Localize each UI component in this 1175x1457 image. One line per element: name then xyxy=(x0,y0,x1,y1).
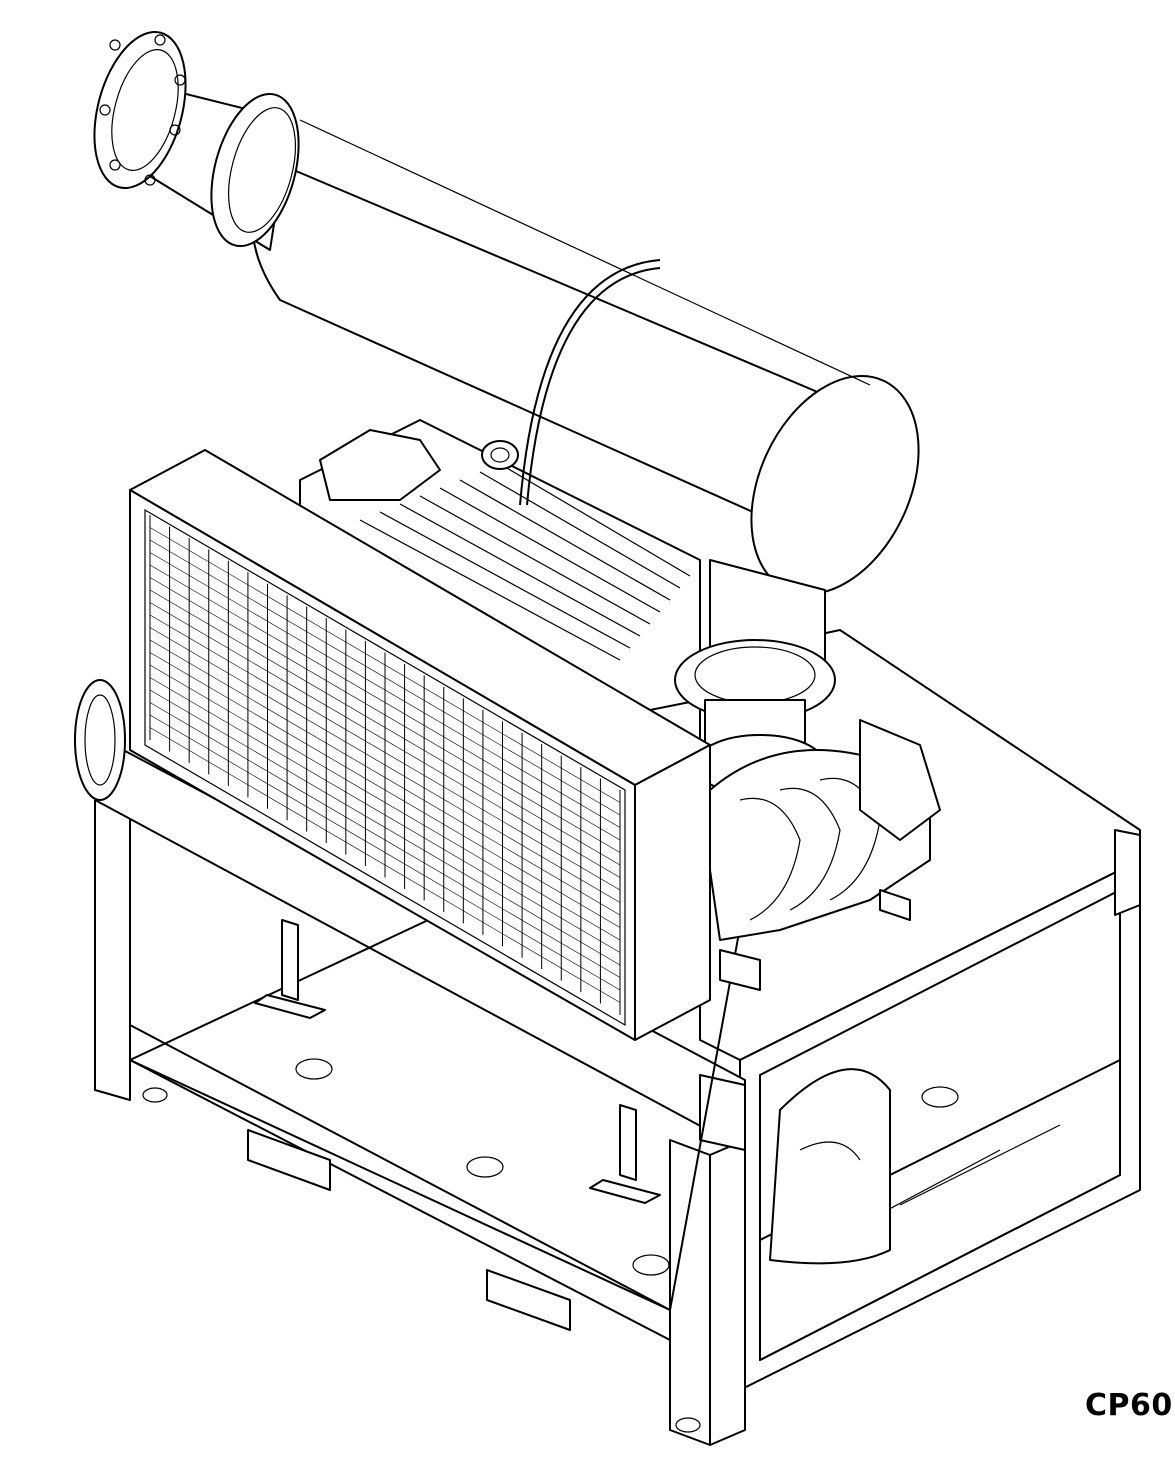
base-frame xyxy=(94,629,1141,1446)
grille-slot-row xyxy=(149,664,621,941)
grille-slot-row xyxy=(149,564,621,841)
inlet-silencer xyxy=(93,30,920,661)
grille-slot-row xyxy=(149,527,621,803)
grille-slot-row xyxy=(149,714,621,991)
blower-stage xyxy=(674,639,941,991)
grille-slot-row xyxy=(149,602,621,878)
grille-slot-row xyxy=(149,702,621,978)
guard-grille xyxy=(149,515,621,1015)
belt-guard xyxy=(129,449,711,1041)
grille-slot-row xyxy=(149,652,621,928)
grille-slot-row xyxy=(149,577,621,853)
lower-silencer xyxy=(769,1068,891,1265)
grille-slot-row xyxy=(149,627,621,903)
drive-end xyxy=(74,679,126,801)
grille-slot-row xyxy=(149,639,621,916)
grille-slot-row xyxy=(149,614,621,891)
tension-rods xyxy=(254,919,661,1204)
grille-slot-row xyxy=(149,552,621,828)
grille-slot-row xyxy=(149,677,621,953)
model-label: CP60 xyxy=(1085,1388,1173,1423)
grille-slot-row xyxy=(149,539,621,816)
grille-slot-row xyxy=(149,689,621,966)
grille-slot-row xyxy=(149,727,621,1003)
grille-slot-row xyxy=(149,589,621,866)
